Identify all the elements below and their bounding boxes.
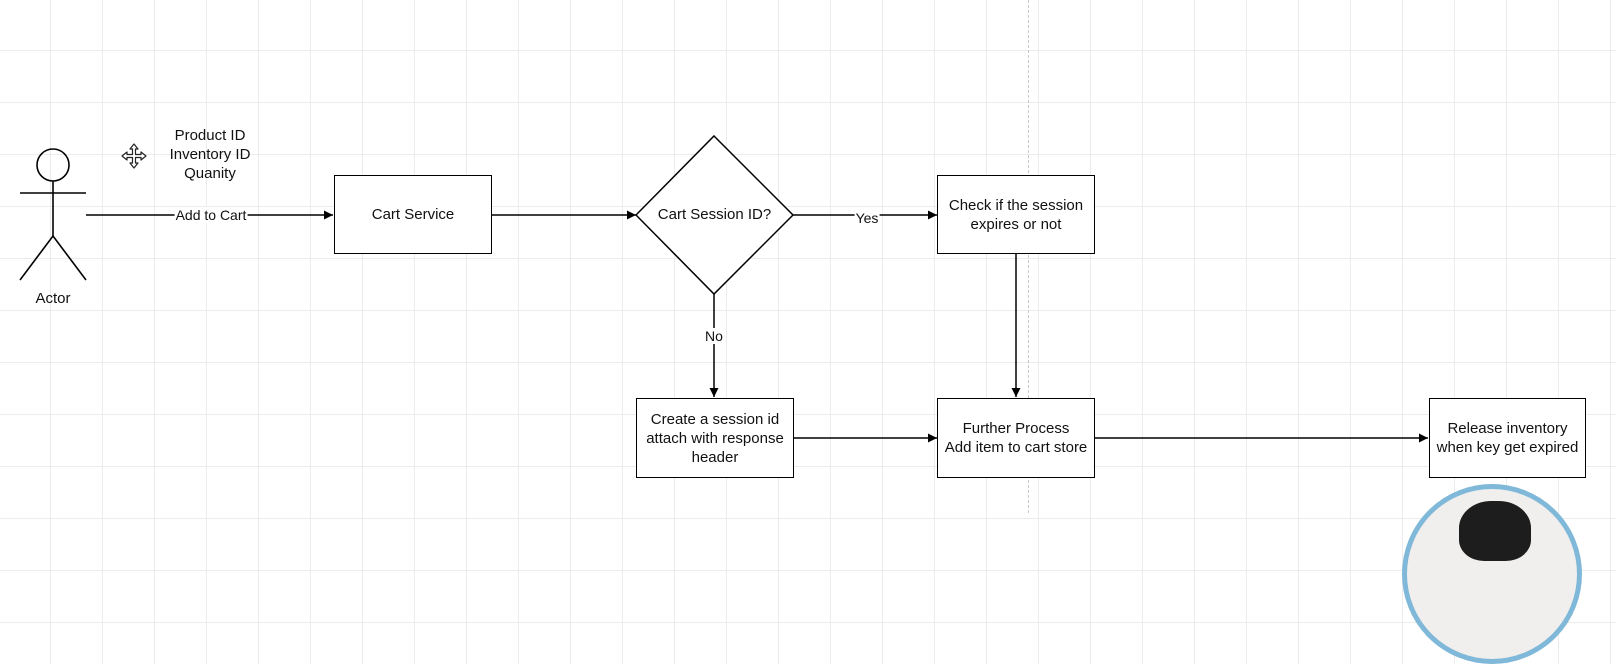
- payload-note[interactable]: Product ID Inventory ID Quanity: [169, 127, 251, 182]
- create-session-box[interactable]: Create a session id attach with response…: [636, 398, 794, 478]
- page-boundary-line: [1028, 0, 1029, 513]
- presenter-avatar: [1402, 484, 1582, 664]
- connector-layer: [19, 134, 1428, 443]
- move-cursor-icon: [121, 143, 147, 169]
- check-session-box[interactable]: Check if the session expires or not: [937, 175, 1095, 254]
- cart-session-decision-label[interactable]: Cart Session ID?: [657, 206, 772, 223]
- edge-label-add-to-cart[interactable]: Add to Cart: [174, 207, 248, 223]
- release-inventory-box[interactable]: Release inventory when key get expired: [1429, 398, 1586, 478]
- further-process-box[interactable]: Further Process Add item to cart store: [937, 398, 1095, 478]
- cart-service-box[interactable]: Cart Service: [334, 175, 492, 254]
- actor-label[interactable]: Actor: [35, 290, 71, 307]
- actor-right-leg: [52, 235, 87, 281]
- actor-head: [36, 148, 70, 182]
- actor-figure[interactable]: [19, 148, 87, 281]
- avatar-hair: [1459, 501, 1531, 561]
- actor-left-leg: [19, 235, 54, 281]
- edge-label-no[interactable]: No: [704, 328, 724, 344]
- edge-label-yes[interactable]: Yes: [854, 210, 880, 226]
